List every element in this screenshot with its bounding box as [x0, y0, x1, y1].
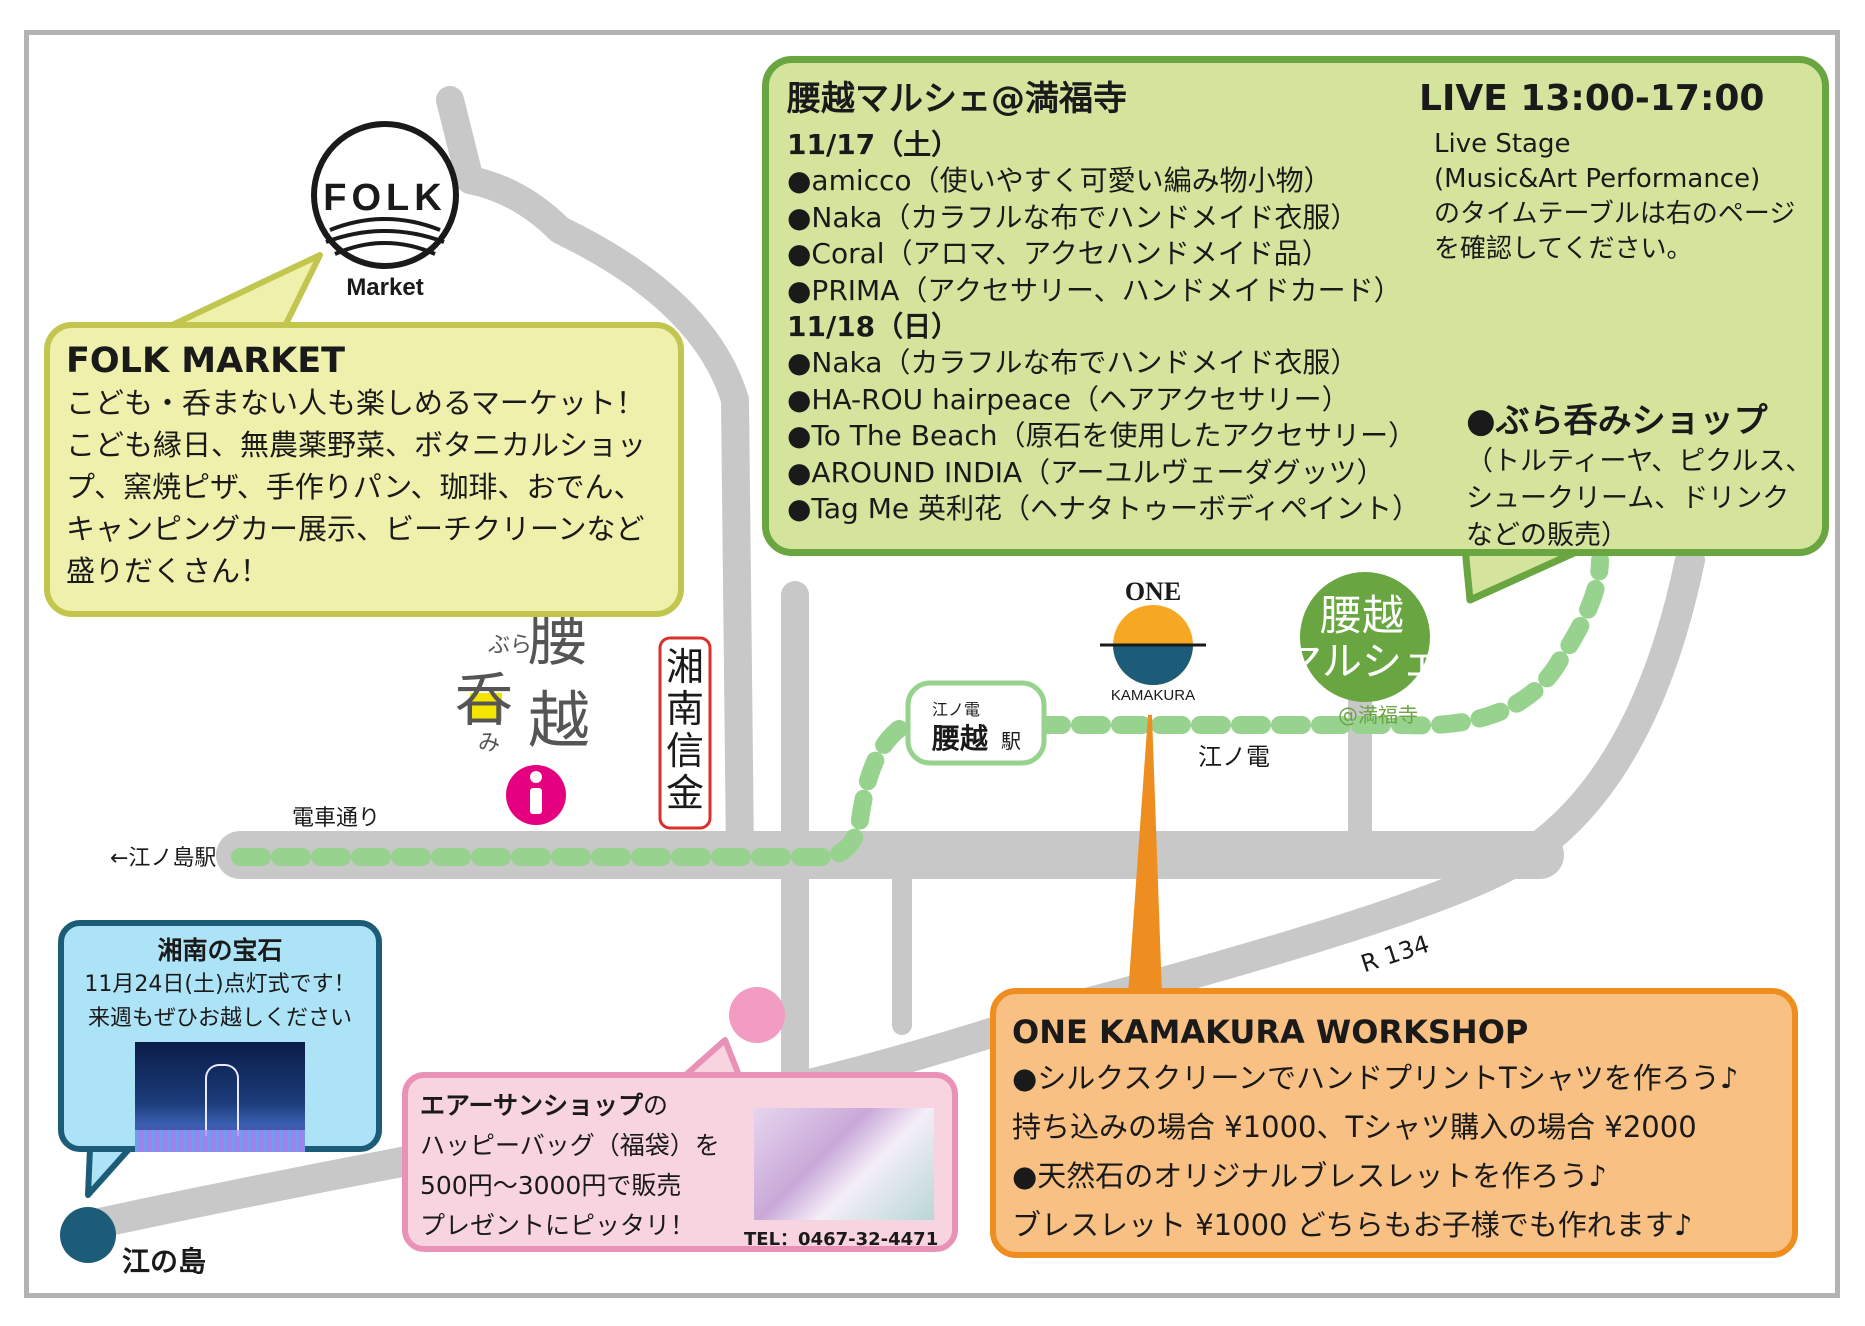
- shop-line: （トルティーヤ、ピクルス、: [1466, 446, 1813, 477]
- vendor-item: ●amicco（使いやすく可愛い編み物小物）: [787, 164, 1332, 197]
- svg-text:金: 金: [666, 771, 704, 815]
- enoden-label: 江ノ電: [1198, 743, 1270, 771]
- folk-market-box: FOLK MARKET こども・呑まない人も楽しめるマーケット！ こども縁日、無…: [44, 322, 684, 617]
- enoshima-marker: [60, 1207, 116, 1263]
- page-frame: [24, 30, 1840, 1298]
- koshigoe-station: 江ノ電 腰越 駅: [905, 680, 1047, 766]
- folk-title: FOLK MARKET: [66, 341, 346, 381]
- svg-text:ONE: ONE: [1125, 577, 1181, 606]
- road-north-diagonal: [436, 86, 754, 869]
- densha-dori-label: 電車通り: [292, 806, 381, 831]
- svg-text:江ノ電: 江ノ電: [932, 700, 980, 719]
- enoden-line: [231, 551, 1609, 866]
- folk-line: 盛りだくさん！: [66, 554, 270, 588]
- vendor-item: ●To The Beach（原石を使用したアクセサリー）: [787, 419, 1417, 452]
- workshop-title: ONE KAMAKURA WORKSHOP: [1012, 1013, 1529, 1051]
- folk-line: プ、窯焼ピザ、手作りパン、珈琲、おでん、: [66, 470, 643, 504]
- info-icon: [506, 765, 566, 825]
- svg-text:腰越: 腰越: [931, 722, 989, 755]
- vendor-item: ●HA-ROU hairpeace（ヘアアクセサリー）: [787, 382, 1350, 416]
- svg-text:@満福寺: @満福寺: [1338, 703, 1418, 727]
- folk-line: こども縁日、無農薬野菜、ボタニカルショッ: [66, 428, 647, 462]
- shonan-callout-tail: [85, 1145, 133, 1198]
- buranomi-shop: ●ぶら呑みショップ （トルティーヤ、ピクルス、 シュークリーム、ドリンク などの…: [1466, 399, 1812, 554]
- folk-logo-market: Market: [346, 274, 423, 301]
- illumination-photo: [135, 1042, 305, 1152]
- live-note-line: のタイムテーブルは右のページ: [1434, 199, 1796, 229]
- shonan-line: 11月24日(土)点灯式です！: [84, 972, 356, 997]
- svg-text:湘: 湘: [666, 645, 704, 689]
- enoshima-station-label: ←江ノ島駅: [110, 846, 217, 871]
- shonan-line: 来週もぜひお越しください: [87, 1006, 352, 1031]
- airsun-line: 500円〜3000円で販売: [420, 1171, 682, 1200]
- folk-line: キャンピングカー展示、ビーチクリーンなど: [66, 512, 645, 546]
- vendor-item: ●Naka（カラフルな布でハンドメイド衣服）: [787, 346, 1359, 379]
- day2-heading: 11/18（日）: [787, 310, 960, 343]
- shonan-jewel-box: 湘南の宝石 11月24日(土)点灯式です！ 来週もぜひお越しください: [58, 920, 382, 1152]
- workshop-line: 持ち込みの場合 ¥1000、Tシャツ購入の場合 ¥2000: [1012, 1110, 1697, 1144]
- svg-text:呑: 呑: [455, 666, 513, 734]
- shop-line: などの販売）: [1466, 520, 1628, 551]
- svg-text:駅: 駅: [1001, 729, 1021, 753]
- workshop-line: ●シルクスクリーンでハンドプリントTシャツを作ろう♪: [1012, 1061, 1739, 1095]
- one-kamakura-logo: ONE KAMAKURA: [1100, 577, 1206, 704]
- airsun-marker: [729, 987, 785, 1043]
- svg-text:南: 南: [666, 687, 704, 731]
- happy-bag-photo: [754, 1108, 934, 1220]
- airsun-line: ハッピーバッグ（福袋）を: [420, 1131, 720, 1160]
- svg-text:KAMAKURA: KAMAKURA: [1111, 687, 1195, 704]
- workshop-line: ●天然石のオリジナルブレスレットを作ろう♪: [1012, 1159, 1607, 1193]
- folk-callout-tail: [167, 252, 323, 329]
- vendor-item: ●Naka（カラフルな布でハンドメイド衣服）: [787, 200, 1359, 234]
- workshop-line: ブレスレット ¥1000 どちらもお子様でも作れます♪: [1012, 1208, 1693, 1242]
- svg-text:腰越: 腰越: [1320, 591, 1404, 640]
- folk-market-logo: FOLK Market: [311, 121, 459, 301]
- live-note-line: (Music&Art Performance): [1434, 164, 1761, 194]
- live-time: LIVE 13:00-17:00: [1419, 78, 1765, 119]
- shinkin-sign: 湘 南 信 金: [658, 636, 712, 830]
- day1-heading: 11/17（土）: [787, 128, 960, 161]
- vendor-item: ●PRIMA（アクセサリー、ハンドメイドカード）: [787, 273, 1402, 307]
- manpuku-title: 腰越マルシェ@満福寺: [787, 79, 1127, 119]
- folk-logo-text: FOLK: [323, 177, 446, 219]
- live-note-line: Live Stage: [1434, 129, 1571, 159]
- svg-text:ぶら: ぶら: [488, 633, 532, 658]
- marche-logo: 腰越 マルシェ @満福寺: [1282, 572, 1442, 727]
- vendor-item: ●AROUND INDIA（アーユルヴェーダグッツ）: [787, 455, 1385, 489]
- vendor-item: ●Tag Me 英利花（ヘナタトゥーボディペイント）: [787, 492, 1421, 525]
- svg-text:マルシェ: マルシェ: [1282, 639, 1442, 685]
- manpukuji-marche-box: 腰越マルシェ@満福寺 11/17（土） ●amicco（使いやすく可愛い編み物小…: [762, 56, 1829, 556]
- airsun-shop-box: エアーサンショップの ハッピーバッグ（福袋）を 500円〜3000円で販売 プレ…: [402, 1072, 958, 1252]
- shop-title: ●ぶら呑みショップ: [1466, 401, 1768, 441]
- svg-text:信: 信: [666, 729, 704, 773]
- airsun-line: プレゼントにピッタリ！: [420, 1211, 696, 1240]
- enoshima-label: 江の島: [122, 1245, 207, 1278]
- vendor-item: ●Coral（アロマ、アクセハンドメイド品）: [787, 237, 1330, 270]
- airsun-title-suffix: の: [643, 1091, 669, 1120]
- live-note: Live Stage (Music&Art Performance) のタイムテ…: [1434, 127, 1795, 267]
- airsun-title: エアーサンショップ: [420, 1091, 644, 1120]
- shonan-title: 湘南の宝石: [157, 936, 283, 965]
- svg-text:み: み: [478, 731, 500, 756]
- shop-line: シュークリーム、ドリンク: [1466, 483, 1790, 514]
- airsun-tel: TEL：0467-32-4471: [744, 1229, 939, 1250]
- live-note-line: を確認してください。: [1434, 234, 1693, 264]
- folk-line: こども・呑まない人も楽しめるマーケット！: [66, 386, 645, 420]
- one-kamakura-workshop-box: ONE KAMAKURA WORKSHOP ●シルクスクリーンでハンドプリントT…: [990, 988, 1798, 1258]
- buranomi-logo: ぶら 腰 呑 越 み: [455, 605, 590, 757]
- svg-text:越: 越: [528, 684, 590, 757]
